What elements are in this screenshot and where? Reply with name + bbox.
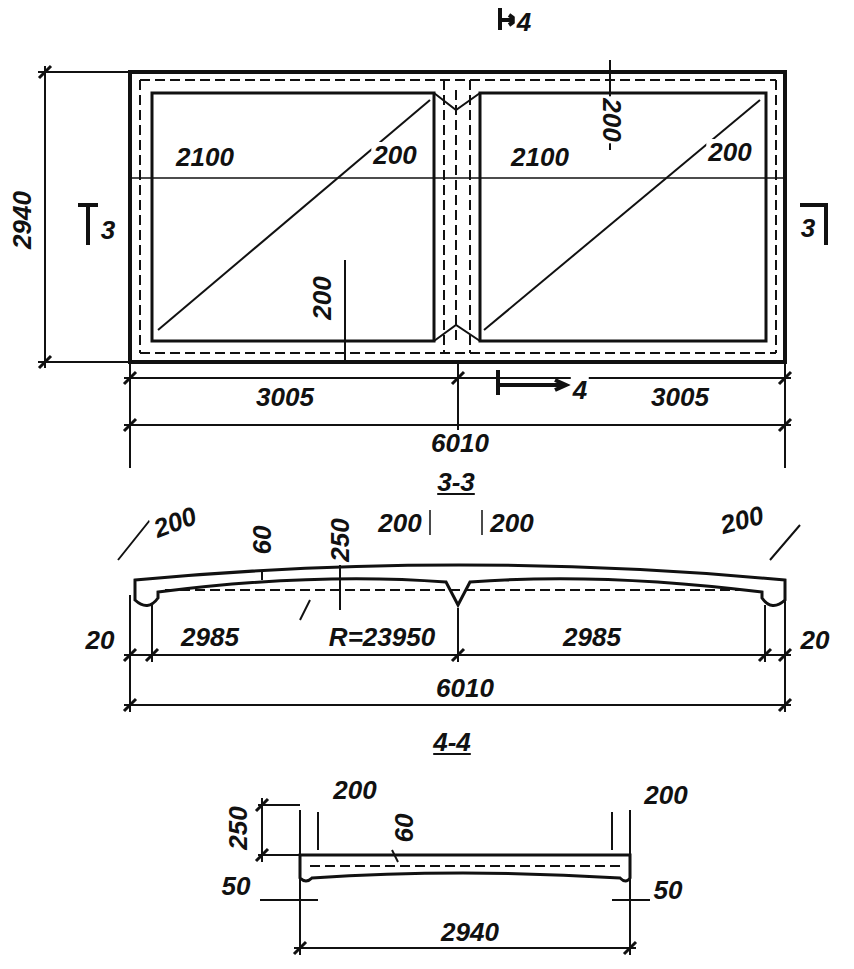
dimension-label: 3: [799, 215, 817, 241]
dimension-label: 2985: [179, 624, 241, 650]
section-mark: [78, 205, 98, 245]
dimension-label: 4: [515, 9, 533, 35]
dimension-label: 250: [225, 804, 251, 851]
dim-tick: [124, 372, 791, 431]
leader-line: [118, 520, 800, 560]
dim-tick: [39, 66, 51, 368]
dimension-label: 200: [488, 510, 535, 536]
dimension-label: 200: [331, 777, 378, 803]
dim-tick: [256, 799, 636, 954]
dimension-label: 6010: [434, 675, 496, 701]
dimension-label: 2940: [9, 189, 35, 251]
dimension-label: 3005: [649, 384, 711, 410]
dimension-line: [260, 899, 318, 901]
leader-line: [392, 850, 398, 862]
dimension-label: 4: [571, 377, 589, 403]
plan-panel: [480, 93, 766, 341]
extension-line: [38, 71, 130, 73]
dimension-label: 3: [99, 217, 117, 243]
dim-tick: [124, 649, 791, 711]
extension-line: [38, 361, 130, 363]
leader-line: [158, 100, 430, 330]
dimension-label: 20: [799, 627, 832, 653]
extension-line: [611, 812, 613, 850]
leader-line: [339, 565, 341, 610]
leader-line: [130, 177, 785, 179]
leader-line: [344, 260, 346, 362]
leader-line: [261, 570, 263, 580]
rebar-lines: [140, 80, 776, 353]
rebar-lines: [310, 865, 620, 867]
dimension-label: 50: [652, 877, 685, 903]
extension-line: [629, 810, 631, 955]
dimension-label: 200: [716, 501, 769, 538]
plan-outline: [130, 72, 785, 362]
leader-line: [430, 510, 482, 535]
dimension-label: 60: [249, 524, 275, 557]
leader-line: [300, 600, 310, 620]
rib-haunch: [434, 93, 480, 341]
dimension-label: 3005: [254, 384, 316, 410]
section-mark: [500, 8, 516, 30]
dimension-label: 20: [84, 627, 117, 653]
rebar-lines: [165, 589, 750, 591]
extension-line: [457, 362, 459, 432]
dimension-label: R=23950: [327, 624, 437, 650]
section-outline: [300, 855, 630, 881]
dimension-label: 200: [599, 96, 625, 143]
extension-line: [317, 812, 319, 850]
dimension-label: 2100: [509, 144, 571, 170]
dimension-label: 200: [706, 139, 753, 165]
dimension-label: 200: [371, 142, 418, 168]
section-mark: [498, 370, 566, 395]
dimension-line: [44, 66, 46, 368]
dimension-label: 200: [642, 782, 689, 808]
dimension-label: 2940: [439, 919, 501, 945]
dimension-label: 200: [376, 510, 423, 536]
dimension-line: [612, 899, 650, 901]
plan-panel: [152, 93, 434, 341]
dimension-label: 6010: [429, 430, 491, 456]
dimension-label: 50: [220, 873, 253, 899]
section-outline: [135, 565, 785, 606]
section-title: 3-3: [435, 469, 477, 495]
dimension-label: 200: [148, 502, 201, 543]
dimension-label: 60: [391, 812, 417, 845]
dimension-line: [294, 947, 636, 949]
dimension-label: 250: [327, 516, 353, 563]
dimension-label: 2100: [174, 144, 236, 170]
dimension-line: [124, 704, 791, 706]
dimension-label: 200: [309, 274, 335, 321]
extension-line: [299, 810, 301, 955]
section-title: 4-4: [431, 729, 473, 755]
dimension-label: 2985: [561, 624, 623, 650]
